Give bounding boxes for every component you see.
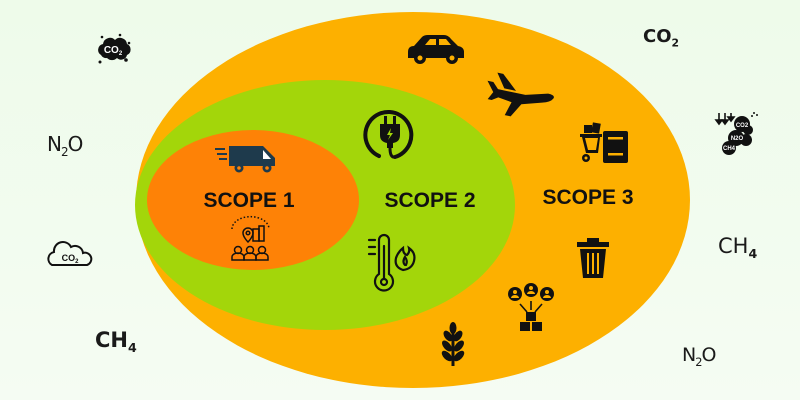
co2-label-top-right: CO2 bbox=[643, 26, 679, 50]
scope1-ellipse bbox=[147, 130, 359, 270]
co2-top-right-base: CO bbox=[643, 26, 672, 47]
trash-bin-icon bbox=[577, 238, 609, 278]
cluster-co2: CO2 bbox=[736, 123, 749, 129]
scope2-label: SCOPE 2 bbox=[384, 189, 475, 212]
electric-plug-icon bbox=[363, 109, 414, 159]
svg-text:CO2: CO2 bbox=[62, 253, 80, 265]
co2-outline-sub: 2 bbox=[75, 259, 79, 265]
distribution-network-icon bbox=[508, 283, 554, 331]
n2o-br-tail: O bbox=[701, 344, 716, 366]
car-icon bbox=[408, 35, 464, 64]
n2o-label-left: N2O bbox=[47, 132, 84, 159]
n2o-left-tail: O bbox=[67, 132, 84, 156]
waste-cart-icon bbox=[580, 122, 628, 163]
ch4-label-right: CH4 bbox=[718, 234, 757, 261]
scope1-label: SCOPE 1 bbox=[203, 189, 294, 212]
ch4-left-base: CH bbox=[95, 328, 128, 352]
ch4-left-sub: 4 bbox=[128, 340, 137, 356]
n2o-br-base: N bbox=[682, 344, 696, 366]
n2o-left-sub: 2 bbox=[60, 145, 69, 159]
thermometer-flame-icon bbox=[367, 233, 416, 292]
cluster-n2o: N2O bbox=[731, 136, 744, 142]
co2-filled-cloud-icon: CO2 bbox=[98, 33, 131, 64]
co2-outline-cloud-icon: CO2 bbox=[47, 241, 93, 266]
ch4-label-left: CH4 bbox=[95, 328, 137, 355]
co2-outline-base: CO bbox=[62, 253, 76, 263]
location-people-icon bbox=[231, 215, 270, 261]
co2-cloud-top-sub: 2 bbox=[119, 51, 123, 57]
wheat-icon bbox=[441, 322, 465, 366]
ch4-right-sub: 4 bbox=[748, 246, 758, 262]
co2-cloud-top-base: CO bbox=[104, 45, 119, 56]
scope3-label: SCOPE 3 bbox=[542, 186, 633, 209]
co2-top-right-sub: 2 bbox=[671, 36, 680, 50]
svg-text:CO2: CO2 bbox=[104, 45, 123, 57]
ch4-right-base: CH bbox=[718, 234, 749, 258]
n2o-br-sub: 2 bbox=[695, 354, 702, 369]
gas-cluster-icon: CO2 N2O CH4 bbox=[714, 112, 758, 155]
n2o-left-base: N bbox=[47, 132, 62, 156]
airplane-icon bbox=[487, 72, 554, 117]
n2o-label-bottom-right: N2O bbox=[682, 344, 716, 369]
cluster-ch4: CH4 bbox=[723, 146, 736, 152]
delivery-van-icon bbox=[215, 146, 275, 173]
